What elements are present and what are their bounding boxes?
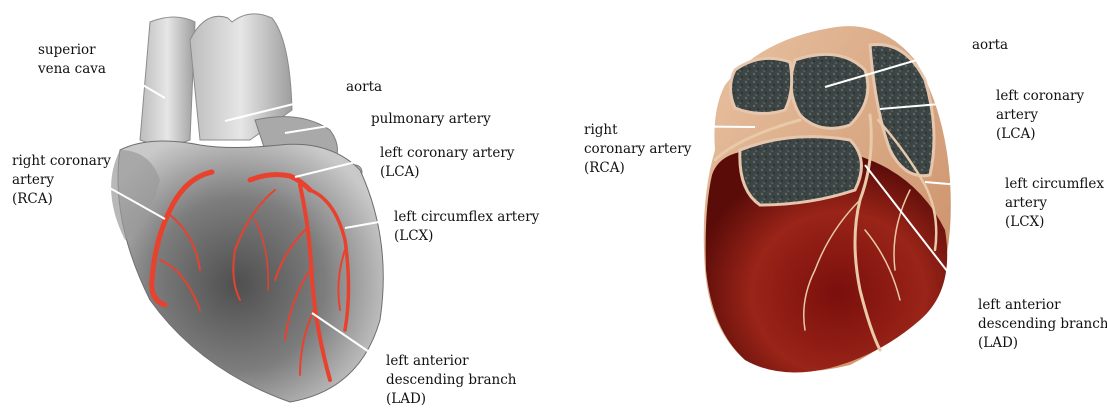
label-ct-right-coronary-artery: right coronary artery (RCA) (584, 121, 691, 178)
label-left-anterior-descending: left anterior descending branch (LAD) (386, 352, 517, 409)
label-ct-left-circumflex: left circumflex artery (LCX) (1005, 175, 1104, 232)
label-left-circumflex-artery: left circumflex artery (LCX) (394, 208, 539, 246)
illustrated-heart (92, 14, 390, 402)
label-ct-aorta: aorta (972, 36, 1008, 55)
ct-aortic-root (791, 54, 868, 128)
ct-center-tissue (740, 137, 862, 205)
label-left-coronary-artery: left coronary artery (LCA) (380, 144, 514, 182)
label-pulmonary-artery: pulmonary artery (371, 110, 491, 129)
label-ct-left-anterior-descending: left anterior descending branch (LAD) (978, 296, 1107, 353)
label-aorta: aorta (346, 78, 382, 97)
label-right-coronary-artery: right coronary artery (RCA) (12, 152, 111, 209)
superior-vena-cava-shape (140, 17, 195, 145)
ct-left-tissue (731, 58, 792, 113)
ct-heart (645, 26, 995, 372)
label-ct-left-coronary-artery: left coronary artery (LCA) (996, 87, 1084, 144)
label-superior-vena-cava: superior vena cava (38, 41, 106, 79)
